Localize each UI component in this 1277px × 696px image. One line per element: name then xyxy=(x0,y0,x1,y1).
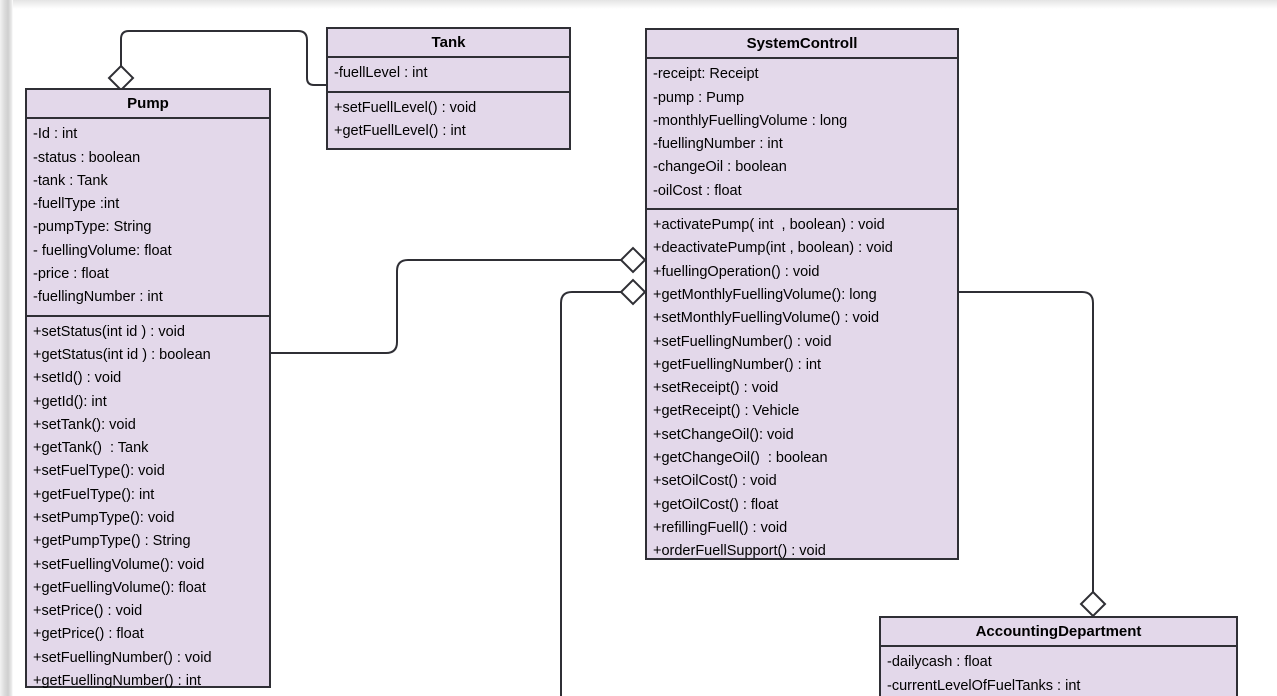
attribute-row: - fuellingVolume: float xyxy=(33,242,172,259)
class-attributes-accountingdepartment: -dailycash : float -currentLevelOfFuelTa… xyxy=(881,647,1236,696)
method-row: +setMonthlyFuellingVolume() : void xyxy=(653,310,880,327)
class-box-systemcontroll[interactable]: SystemControll -receipt: Receipt -pump :… xyxy=(645,28,959,560)
method-row: +getFuellingNumber() : int xyxy=(33,673,202,690)
method-row: +getPrice() : float xyxy=(33,626,144,643)
class-box-accountingdepartment[interactable]: AccountingDepartment -dailycash : float … xyxy=(879,616,1238,696)
attribute-row: -status : boolean xyxy=(33,149,141,166)
method-row: +getOilCost() : float xyxy=(653,496,779,513)
page-left-shadow-strip xyxy=(0,0,13,696)
class-attributes-systemcontroll: -receipt: Receipt -pump : Pump -monthlyF… xyxy=(647,59,957,208)
method-row: +setPrice() : void xyxy=(33,603,143,620)
method-row: +setStatus(int id ) : void xyxy=(33,323,185,340)
method-row: +getFuellingVolume(): float xyxy=(33,579,206,596)
method-row: +setChangeOil(): void xyxy=(653,426,794,443)
method-row: +getFuellLevel() : int xyxy=(334,122,466,139)
class-title-tank: Tank xyxy=(328,29,569,59)
class-methods-tank: +setFuellLevel() : void +getFuellLevel()… xyxy=(328,90,569,149)
method-row: +setFuellLevel() : void xyxy=(334,99,477,116)
method-row: +getPumpType() : String xyxy=(33,533,191,550)
attribute-row: -fuellType :int xyxy=(33,196,120,213)
attribute-row: -price : float xyxy=(33,266,109,283)
method-row: +setPumpType(): void xyxy=(33,510,175,526)
class-methods-pump: +setStatus(int id ) : void +getStatus(in… xyxy=(27,314,269,696)
attribute-row: -fuellingNumber : int xyxy=(653,136,783,153)
attribute-row: -fuellingNumber : int xyxy=(33,289,163,306)
method-row: +getChangeOil() : boolean xyxy=(653,450,828,466)
class-attributes-tank: -fuellLevel : int xyxy=(328,58,569,90)
class-box-pump[interactable]: Pump -Id : int -status : boolean -tank :… xyxy=(25,88,271,689)
attribute-row: -pump : Pump xyxy=(653,89,745,106)
method-row: +setFuellingNumber() : void xyxy=(33,649,212,666)
method-row: +setFuellingNumber() : void xyxy=(653,333,832,350)
class-attributes-pump: -Id : int -status : boolean -tank : Tank… xyxy=(27,119,269,314)
method-row: +setOilCost() : void xyxy=(653,473,777,490)
aggregation-diamond-accountingdepartment-top xyxy=(1079,590,1107,618)
attribute-row: -monthlyFuellingVolume : long xyxy=(653,112,848,129)
attribute-row: -changeOil : boolean xyxy=(653,159,787,176)
method-row: +setId() : void xyxy=(33,370,122,387)
attribute-row: -pumpType: String xyxy=(33,219,152,236)
method-row: +fuellingOperation() : void xyxy=(653,263,820,280)
aggregation-diamond-systemcontroll-left-upper xyxy=(619,246,647,274)
method-row: +activatePump( int , boolean) : void xyxy=(653,217,885,234)
method-row: +getFuellingNumber() : int xyxy=(653,356,822,373)
method-row: +setFuelType(): void xyxy=(33,463,165,480)
aggregation-diamond-systemcontroll-left-lower xyxy=(619,278,647,306)
class-title-systemcontroll: SystemControll xyxy=(647,30,957,60)
class-methods-systemcontroll: +activatePump( int , boolean) : void +de… xyxy=(647,208,957,568)
attribute-row: -oilCost : float xyxy=(653,182,742,199)
attribute-row: -Id : int xyxy=(33,126,78,143)
method-row: +getStatus(int id ) : boolean xyxy=(33,346,211,363)
attribute-row: -receipt: Receipt xyxy=(653,66,759,83)
method-row: +getTank() : Tank xyxy=(33,440,149,457)
method-row: +setFuellingVolume(): void xyxy=(33,556,205,573)
class-title-accountingdepartment: AccountingDepartment xyxy=(881,618,1236,648)
class-box-tank[interactable]: Tank -fuellLevel : int +setFuellLevel() … xyxy=(326,27,571,150)
method-row: +deactivatePump(int , boolean) : void xyxy=(653,240,893,257)
method-row: +getMonthlyFuellingVolume(): long xyxy=(653,286,877,303)
attribute-row: -tank : Tank xyxy=(33,172,108,189)
method-row: +setReceipt() : void xyxy=(653,380,779,397)
method-row: +getFuelType(): int xyxy=(33,486,155,503)
method-row: +orderFuellSupport() : void xyxy=(653,543,826,560)
page-top-shadow-strip xyxy=(13,0,1277,9)
method-row: +refillingFuell() : void xyxy=(653,519,788,536)
class-title-pump: Pump xyxy=(27,90,269,120)
method-row: +getId(): int xyxy=(33,393,107,410)
method-row: +getReceipt() : Vehicle xyxy=(653,403,800,420)
method-row: +setTank(): void xyxy=(33,416,136,433)
attribute-row: -currentLevelOfFuelTanks : int xyxy=(887,677,1081,694)
attribute-row: -fuellLevel : int xyxy=(334,65,428,82)
attribute-row: -dailycash : float xyxy=(887,654,992,671)
